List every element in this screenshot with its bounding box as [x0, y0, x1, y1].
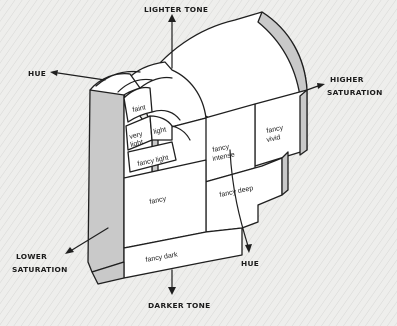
lower-sat-arrow-head	[65, 247, 74, 254]
light-cell	[149, 115, 173, 141]
hue-bottom-label: HUE	[241, 259, 259, 268]
hue-left-arrow-head	[50, 70, 58, 76]
lower-saturation-label-line1: LOWER	[16, 252, 47, 261]
fancy-label: fancy	[149, 196, 167, 206]
higher-sat-arrow-head	[317, 83, 325, 89]
light-label: light	[153, 126, 167, 136]
ridge-4	[151, 109, 181, 121]
fancy-vivid-label-1: fancy	[266, 125, 284, 135]
hue-left-arrow-line	[57, 72, 106, 81]
hue-bottom-arrow-head	[245, 244, 252, 253]
fancy-light-cell	[127, 141, 177, 173]
higher-sat-arrow-line	[306, 85, 319, 91]
vivid-block-side	[299, 89, 308, 156]
darker-tone-label: DARKER TONE	[148, 301, 210, 310]
hue-bottom-leader	[229, 149, 249, 247]
ridge-3	[139, 76, 173, 89]
fancy-intense-label-2: intense	[212, 151, 236, 163]
lower-sat-arrow-line	[71, 227, 109, 251]
fancy-intense-label-1: fancy	[212, 144, 230, 154]
hue-left-label: HUE	[28, 69, 46, 78]
very-light-label-1: very	[129, 131, 144, 141]
deep-block-step	[281, 151, 289, 196]
ridge-1	[95, 70, 141, 87]
fancy-dark-left	[91, 261, 125, 285]
higher-saturation-label-line1: HIGHER	[330, 75, 364, 84]
higher-saturation-label-line2: SATURATION	[327, 88, 383, 97]
lighter-arrow-head	[168, 14, 176, 22]
fancy-vivid-label-2: vivid	[266, 134, 281, 144]
ridge-5	[171, 125, 191, 141]
front-column-left-face	[87, 89, 125, 273]
lower-saturation-label-line2: SATURATION	[12, 265, 68, 274]
lighter-tone-label: LIGHTER TONE	[144, 5, 208, 14]
darker-arrow-head	[168, 287, 176, 295]
faint-label: faint	[132, 104, 146, 114]
very-light-label-2: light	[130, 139, 144, 149]
ridge-2	[117, 78, 153, 93]
